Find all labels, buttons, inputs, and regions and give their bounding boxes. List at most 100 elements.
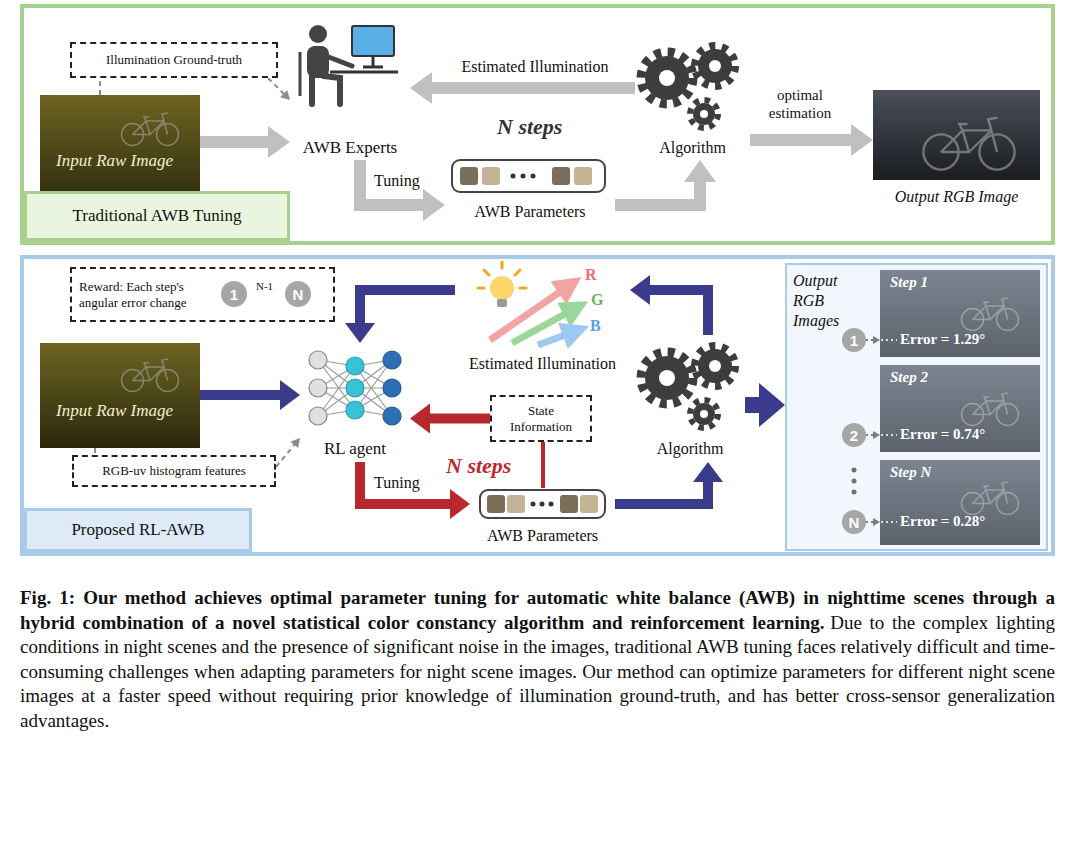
connector-line (646, 290, 708, 335)
node-label: Input Raw Image (56, 151, 173, 171)
expert-icon (309, 25, 327, 43)
dashed-box: Reward: Each step's angular error change… (70, 267, 335, 322)
param-strip-bottom (487, 495, 505, 513)
connector (745, 383, 785, 427)
connector (543, 442, 544, 488)
gears-top (690, 100, 718, 128)
error-value: Error = 1.29° (900, 331, 985, 348)
algorithm-node: Algorithm (635, 35, 750, 160)
agent-node: RL agent (300, 343, 410, 462)
node-label: AWB Parameters (445, 203, 615, 221)
arrowhead (423, 189, 445, 221)
node-label: RGB-uv histogram features (74, 457, 274, 485)
connector (615, 462, 723, 504)
node-label: N (285, 281, 311, 307)
node-label: Illumination Ground-truth (72, 44, 276, 76)
gears-bottom (700, 410, 708, 418)
dashed-box: RGB-uv histogram features (72, 455, 276, 487)
connector-line (99, 78, 101, 95)
panel-tab: Proposed RL-AWB (24, 508, 252, 552)
node-label: RL agent (300, 439, 410, 459)
param-strip-bottom (507, 495, 525, 513)
bulb-icon (501, 262, 504, 268)
expert-icon (326, 56, 352, 66)
param-strip-top (521, 174, 526, 179)
step-count: N steps (446, 453, 511, 479)
connector-line (426, 414, 490, 424)
caption: Fig. 1: Our method achieves optimal para… (20, 586, 1055, 733)
expert-icon (299, 52, 302, 96)
raw-image-top (122, 113, 179, 146)
panel: Proposed RL-AWB Reward: Each step's angul… (20, 255, 1055, 556)
param-strip-top (511, 174, 516, 179)
gears-top (693, 103, 715, 125)
channel-letter: R (585, 266, 597, 284)
raw-image-bottom (122, 359, 179, 392)
arrowhead (693, 462, 723, 482)
arrowhead (851, 124, 873, 156)
output-image-top (873, 90, 1040, 180)
gears-bottom (709, 360, 721, 372)
algorithm-node: Algorithm (635, 335, 745, 462)
bulb-icon (515, 270, 520, 275)
channel-letter: B (590, 317, 601, 335)
connector (100, 78, 101, 95)
arrowhead (268, 126, 290, 158)
connector (200, 126, 290, 158)
node-label: AWB Parameters (470, 527, 615, 545)
output-image-top (923, 118, 1014, 170)
neural-net-icon (346, 401, 364, 419)
param-strip-bottom (580, 495, 598, 513)
gears-bottom (693, 403, 715, 425)
arrowhead (684, 160, 716, 182)
raw-image-bottom (40, 343, 200, 448)
param-strip-bottom (540, 502, 545, 507)
arrowhead (345, 323, 375, 343)
dashed-box: Illumination Ground-truth (70, 42, 278, 78)
step-circle: N (842, 510, 866, 534)
gears-top (695, 46, 735, 86)
connector (750, 124, 873, 156)
connector (268, 78, 290, 100)
channel-letter: G (591, 291, 603, 309)
step-circle: 1 (842, 328, 866, 352)
rgb-arrows (490, 285, 576, 345)
gears-bottom (695, 346, 735, 386)
edge-label: optimal estimation (756, 86, 844, 122)
node-label: 1 (221, 281, 247, 307)
param-strip-bottom (549, 502, 554, 507)
neural-net-icon (346, 357, 364, 375)
arrowhead (630, 275, 650, 305)
connector-line (268, 78, 285, 95)
connector (360, 160, 445, 221)
gears-bottom (641, 352, 693, 404)
connector-line (200, 136, 272, 148)
param-strip-top (460, 167, 478, 185)
gears-top (641, 52, 693, 104)
gears-top (690, 100, 718, 128)
panel-tab: Traditional AWB Tuning (24, 191, 290, 241)
step-title: Step 1 (890, 274, 928, 291)
connector (345, 290, 455, 343)
rgb-arrows (538, 331, 576, 345)
node-label: Reward: Each step's angular error change (79, 269, 224, 320)
step-image: Step 2Error = 0.74° (880, 365, 1040, 452)
neural-net-icon (309, 351, 327, 369)
node-label: State Information (506, 397, 576, 440)
connector-line (750, 134, 855, 146)
param-strip-top (552, 167, 570, 185)
connector (410, 72, 635, 104)
param-strip-top (482, 167, 500, 185)
gears-top (641, 46, 735, 128)
connector-line (360, 462, 454, 504)
step-image: Step NError = 0.28° (880, 460, 1040, 545)
connector (200, 380, 300, 410)
node-label: Algorithm (635, 440, 745, 458)
parameter-node: AWB Parameters (470, 488, 615, 548)
step-circle: 2 (842, 423, 866, 447)
step-image: Step 1 Error = 1.29° (880, 270, 1040, 357)
neural-net-icon (383, 407, 401, 425)
bulb-icon (478, 287, 484, 290)
arrowhead (290, 438, 300, 448)
